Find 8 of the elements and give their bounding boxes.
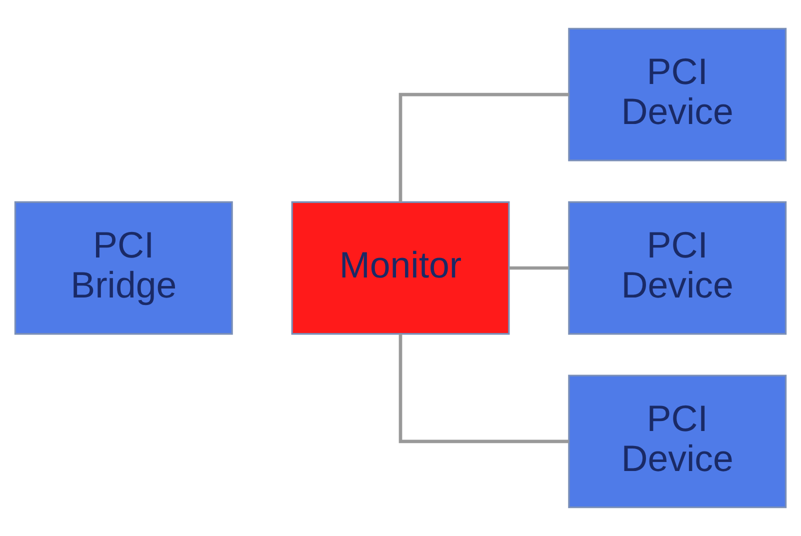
node-box: Monitor — [291, 201, 510, 335]
node-box: PCI Device — [568, 374, 787, 508]
node-box: PCI Device — [568, 201, 787, 335]
connector — [398, 92, 569, 202]
connector — [398, 334, 569, 444]
node-box: PCI Bridge — [14, 201, 233, 335]
connector — [509, 266, 569, 270]
node-box: PCI Device — [568, 28, 787, 162]
